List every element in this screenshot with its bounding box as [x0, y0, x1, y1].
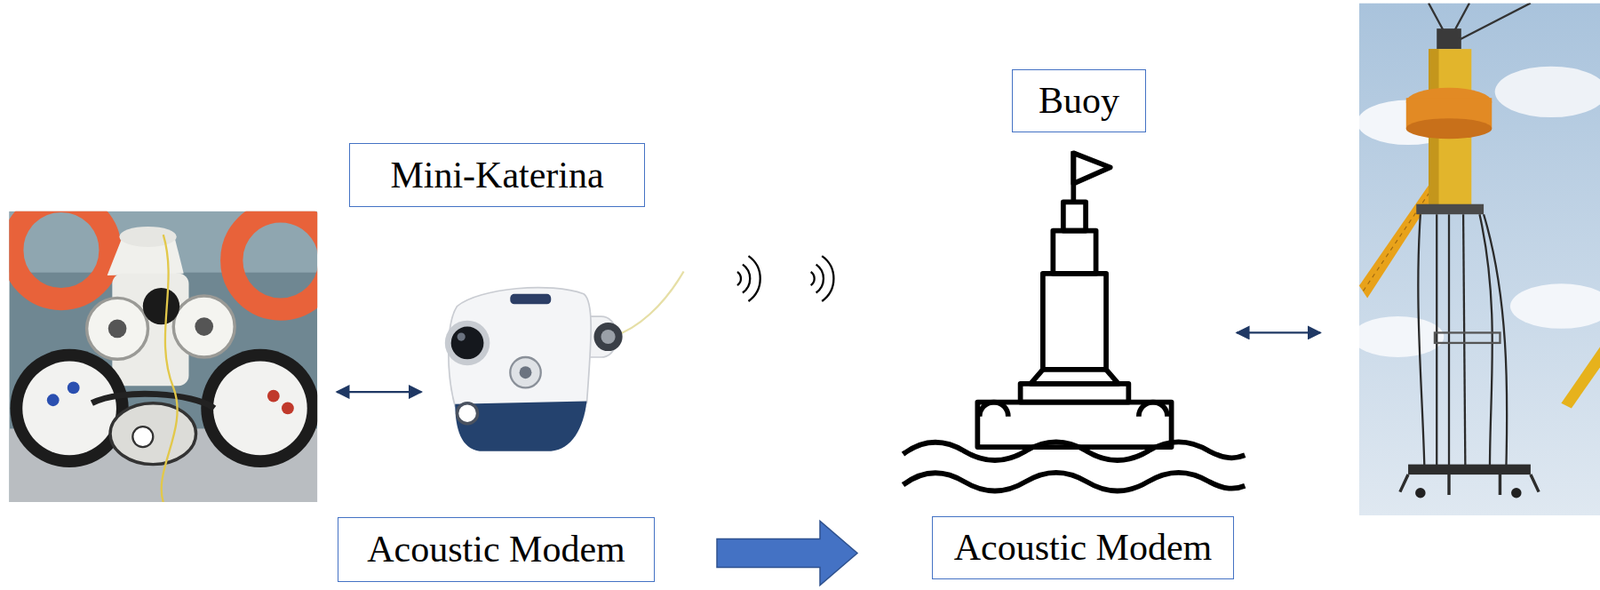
vehicle-label: Mini-Katerina [349, 143, 645, 207]
buoy-photo-part [1495, 66, 1600, 118]
signal-waves [737, 255, 834, 302]
buoy-photo-part [1436, 28, 1462, 49]
illustration-part [8, 2, 1600, 516]
drone-icon-part [454, 400, 587, 451]
rov-photo-part [108, 319, 128, 339]
buoy-photo-part [1363, 178, 1440, 291]
signal-waves-part [737, 271, 741, 286]
rov-photo-part [9, 349, 128, 468]
drone-icon-part [601, 329, 616, 344]
modem-label: Acoustic Modem [931, 516, 1234, 580]
buoy-photo-part [1416, 204, 1484, 215]
buoy-photo-part [1560, 347, 1600, 409]
drone-icon-part [509, 357, 541, 388]
rov-photo-part [213, 361, 308, 456]
buoy-photo [1359, 2, 1600, 516]
buoy-icon-part [903, 441, 1246, 461]
drone-icon-part [445, 320, 491, 367]
rov-photo-part [110, 403, 196, 465]
rov-photo-part [91, 393, 215, 408]
signal-waves-part [742, 264, 750, 294]
buoy-icon-part [1020, 383, 1130, 403]
buoy-photo-part-part [1417, 214, 1425, 470]
buoy-icon-part [977, 402, 1171, 448]
buoy-photo-part [1417, 214, 1507, 470]
rov-photo-part [281, 402, 295, 415]
block-arrow [716, 521, 858, 586]
buoy-icon [903, 151, 1246, 491]
rov-photo-part [200, 349, 318, 468]
box-label: Mini-Katerina [390, 154, 604, 196]
rov-photo-part [194, 317, 214, 336]
buoy-icon-part [903, 472, 1246, 492]
buoy-photo-part [1434, 332, 1501, 343]
double-arrow [1236, 331, 1321, 334]
rov-photo-part [22, 361, 117, 456]
box-label: Buoy [1038, 79, 1120, 121]
double-arrow [336, 390, 422, 393]
modem-label: Acoustic Modem [337, 517, 655, 582]
buoy-icon-part [1052, 230, 1096, 274]
rov-photo-part [12, 211, 111, 300]
rov-photo-part [47, 393, 60, 406]
drone-icon-part [593, 322, 622, 351]
signal-waves-part [811, 271, 815, 286]
box-label: Acoustic Modem [366, 528, 625, 570]
rov-photo-part [119, 226, 176, 247]
rov-photo-part [143, 287, 180, 325]
rov-photo-part [161, 234, 178, 502]
rov-photo-part [231, 211, 318, 310]
drone-icon-part [509, 294, 551, 304]
rov-photo-part [67, 382, 80, 395]
signal-waves-part [821, 255, 834, 302]
box-label: Acoustic Modem [954, 526, 1212, 568]
buoy-photo-part [1408, 464, 1531, 475]
buoy-icon-part [1073, 152, 1110, 184]
signal-waves-part [816, 264, 824, 294]
buoy-photo-part [1511, 487, 1521, 498]
rov-photo-part [267, 390, 280, 403]
buoy-icon-part [1042, 273, 1107, 370]
drone-icon-part [612, 271, 684, 338]
drone-icon-part [457, 403, 478, 424]
signal-waves-part [748, 255, 760, 302]
drone-icon-part [457, 332, 466, 341]
buoy-icon-part [1063, 201, 1086, 231]
rov-photo-part [87, 297, 149, 359]
drone-icon-part [451, 326, 485, 360]
buoy-label: Buoy [1011, 69, 1147, 133]
buoy-photo-part [1406, 118, 1492, 139]
drone-icon-part [519, 366, 533, 379]
buoy-photo-part [1510, 283, 1600, 329]
rov-photo [8, 211, 318, 502]
rov-photo-part [173, 295, 235, 358]
rov-photo-part [132, 426, 153, 447]
buoy-photo-part [1415, 487, 1425, 498]
drone-icon [445, 271, 685, 452]
buoy-photo-part [1359, 316, 1444, 358]
drone-icon-part [448, 287, 591, 407]
